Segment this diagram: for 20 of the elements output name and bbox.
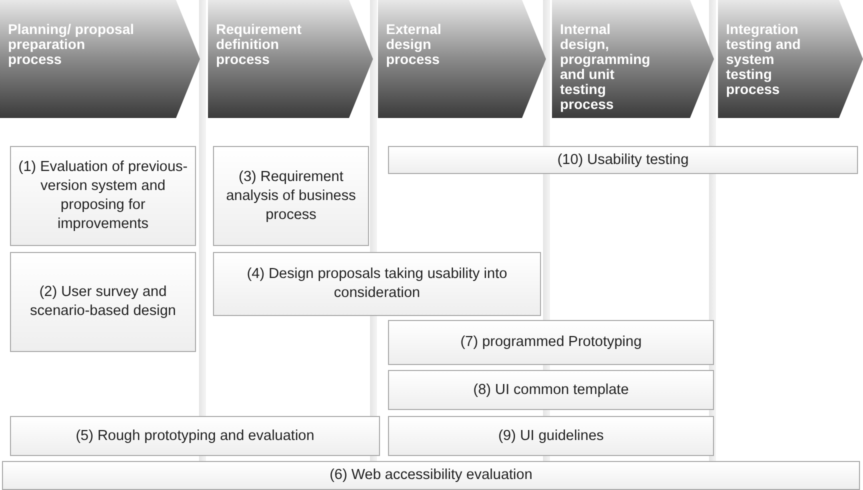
process-title: Planning/ proposal preparation process [8,22,136,67]
activity-box: (8) UI common template [388,370,714,410]
activity-box: (10) Usability testing [388,146,858,174]
phase-header [208,0,373,118]
activity-box: (5) Rough prototyping and evaluation [10,416,380,456]
phase-header [378,0,546,118]
phase-header [552,0,714,118]
activity-box: (4) Design proposals taking usability into consideration [213,252,541,316]
process-title: Requirement definition process [216,22,303,67]
process-title: Integration testing and system testing process [726,22,802,97]
activity-box: (6) Web accessibility evaluation [2,461,860,490]
phase-header [718,0,863,118]
activity-box: (9) UI guidelines [388,416,714,456]
activity-box: (2) User survey and scenario-based design [10,252,196,352]
activity-box: (1) Evaluation of previous-version system and proposing for improvements [10,146,196,246]
process-title: Internal design, programming and unit testing process [560,22,652,112]
activity-box: (7) programmed Prototyping [388,320,714,365]
process-title: External design process [386,22,442,67]
phase-header [0,0,200,118]
activity-box: (3) Requirement analysis of business process [213,146,369,246]
